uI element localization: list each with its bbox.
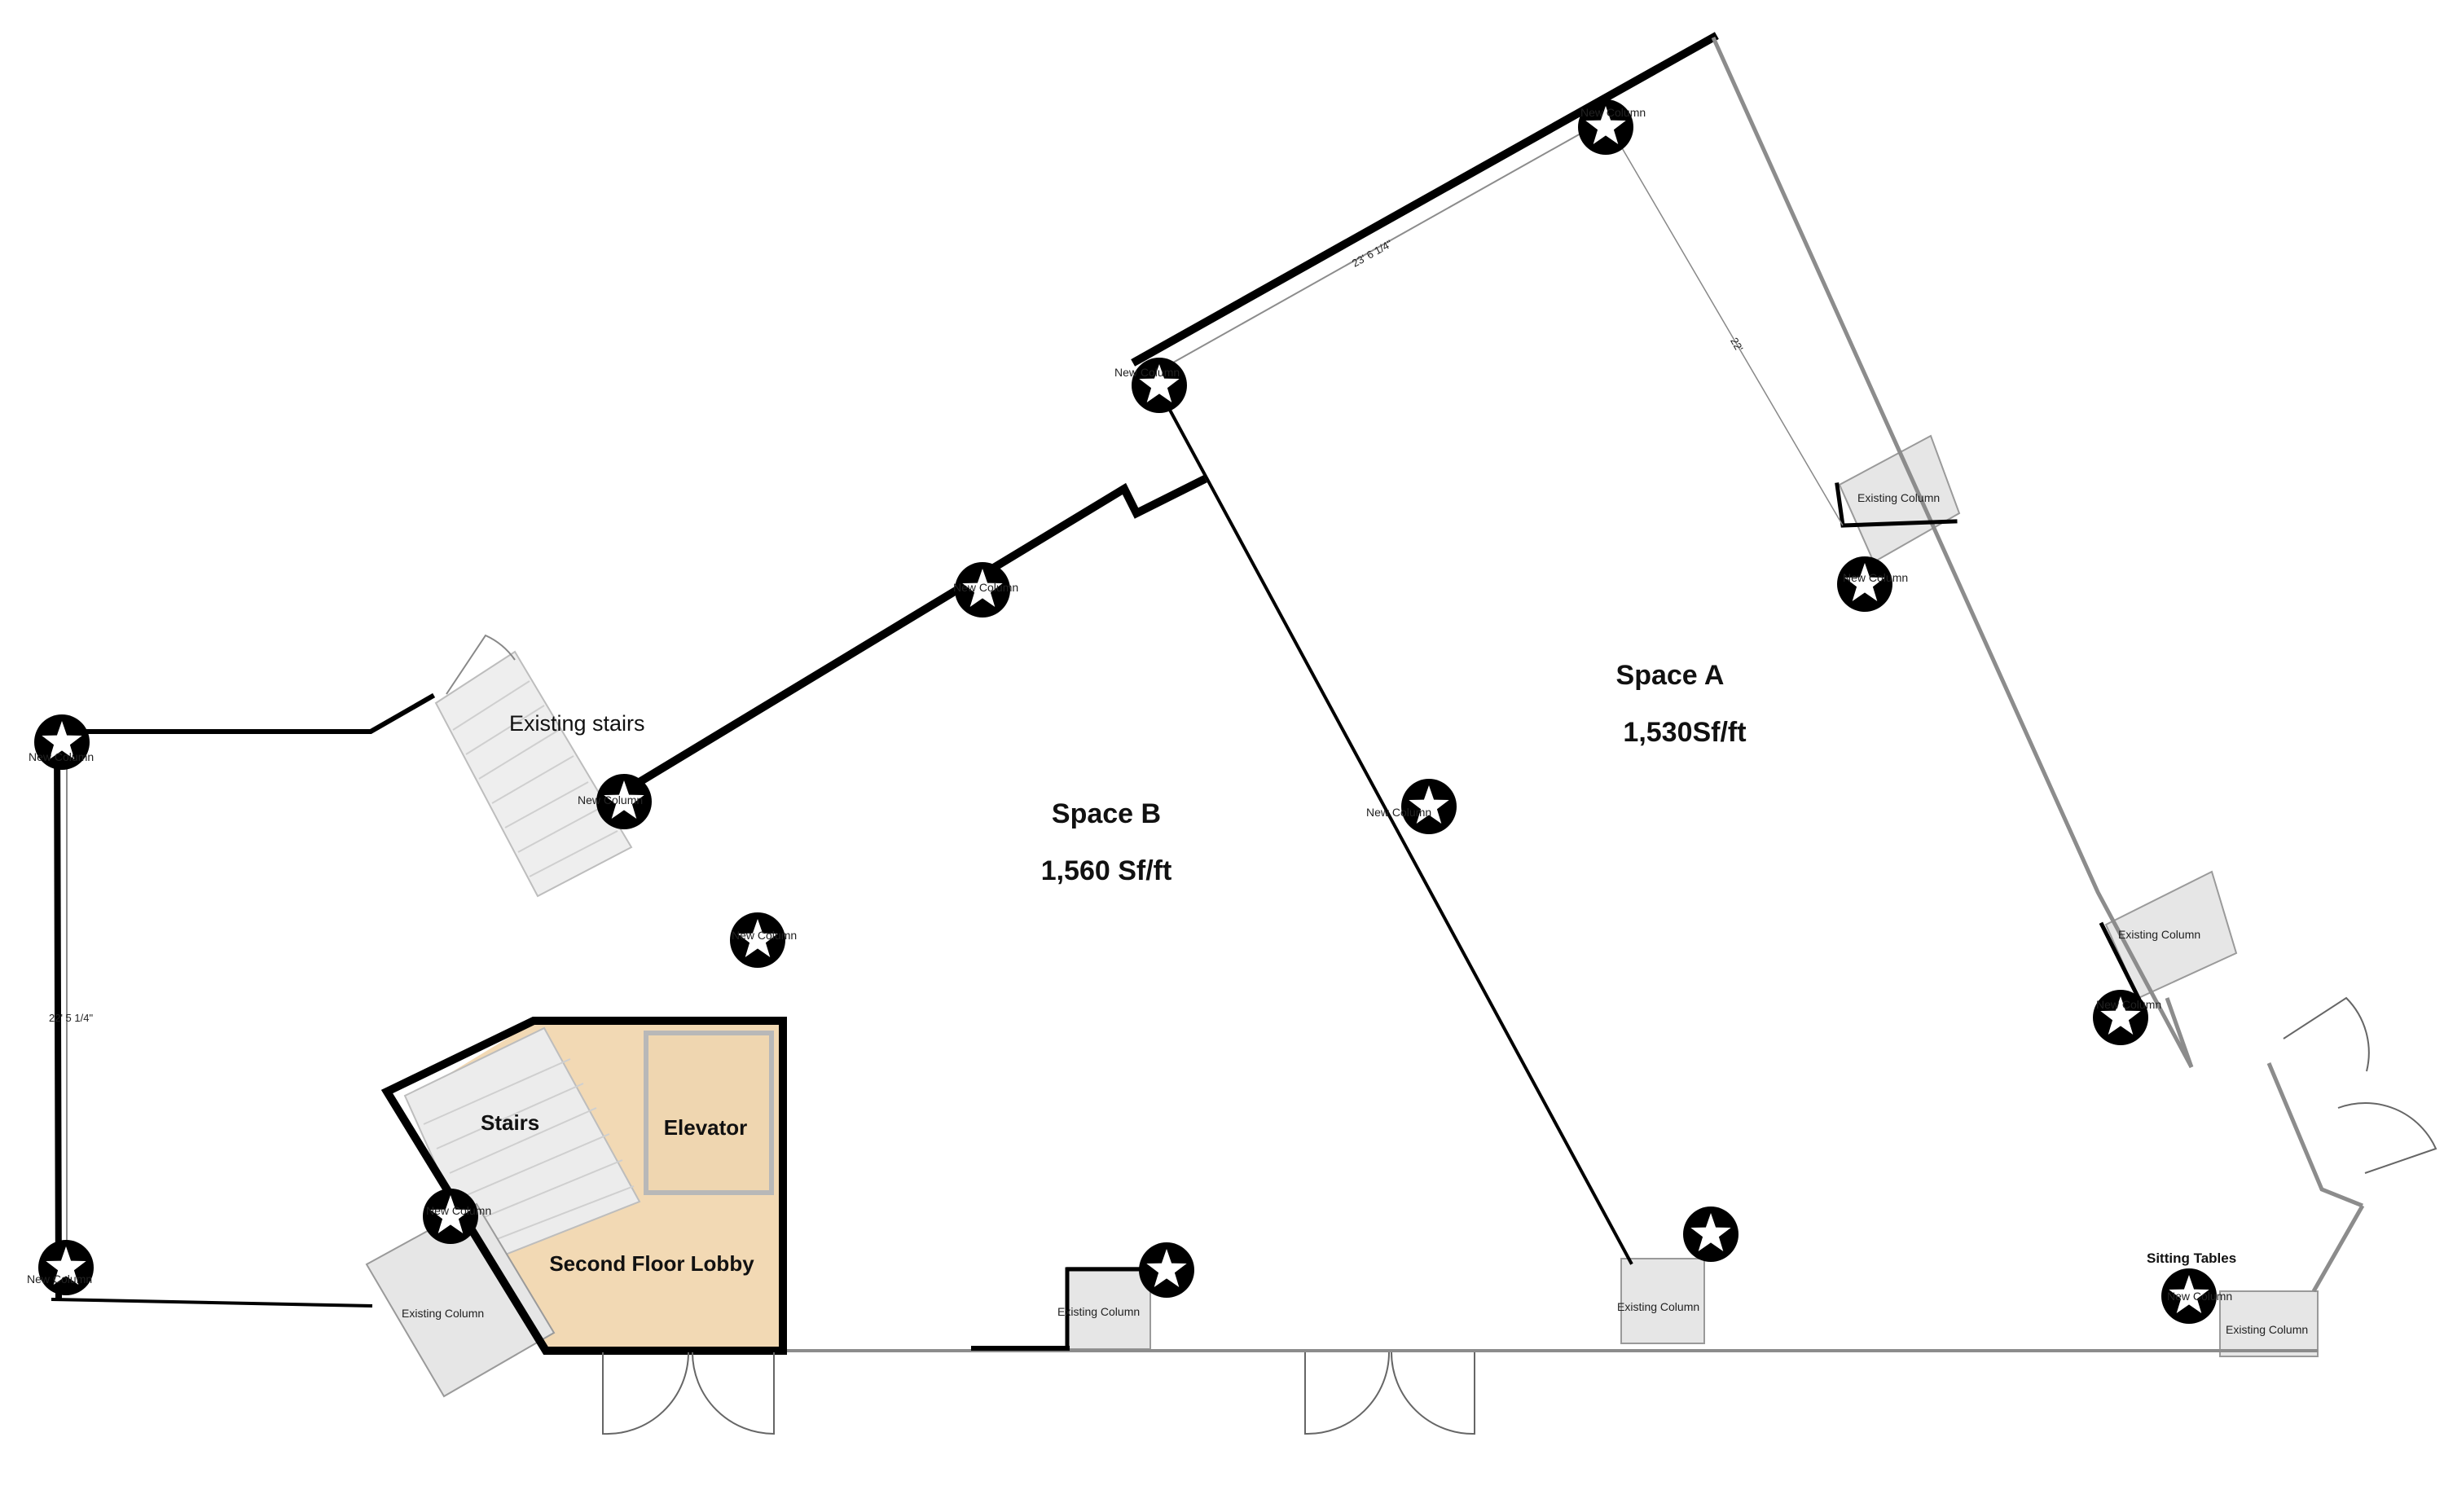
existing-column-labels: Existing Column Existing Column Existing… [402, 491, 2308, 1336]
new-column-label: New Column [953, 581, 1018, 594]
new-column-labels: New Column New Column New Column New Col… [27, 106, 2232, 1303]
lobby-label: Second Floor Lobby [549, 1251, 754, 1276]
existing-stairs-label: Existing stairs [509, 711, 645, 736]
new-column-marker [1837, 556, 1892, 612]
new-column-label: New Column [2096, 998, 2161, 1011]
dimension-space-a-depth: 22' [1728, 336, 1745, 354]
existing-column-label: Existing Column [2118, 928, 2200, 941]
new-column-label: New Column [29, 750, 94, 763]
new-column-label: New Column [1366, 806, 1431, 819]
new-column-label: New Column [732, 929, 797, 942]
elevator [644, 1031, 774, 1195]
doors [602, 996, 2437, 1435]
space-b-title: Space B [1052, 798, 1161, 829]
space-b-area: 1,560 Sf/ft [1041, 855, 1172, 886]
door-swing [2283, 996, 2370, 1072]
new-column-label: New Column [2167, 1290, 2232, 1303]
sitting-tables-label: Sitting Tables [2147, 1250, 2236, 1266]
elevator-label: Elevator [664, 1115, 748, 1140]
new-column-marker [38, 1240, 94, 1295]
door-swing [1304, 1352, 1390, 1435]
door-swing [2337, 1101, 2437, 1174]
door-swing [692, 1352, 775, 1435]
new-column-label: New Column [1580, 106, 1646, 119]
new-column-marker [1683, 1207, 1738, 1262]
new-column-marker [1139, 1242, 1194, 1298]
door-swing [602, 1352, 690, 1435]
dimension-left-wall: 22' 5 1/4" [49, 1012, 93, 1024]
existing-column-label: Existing Column [2226, 1323, 2308, 1336]
new-column-label: New Column [1114, 366, 1180, 379]
existing-stairs [434, 634, 633, 898]
existing-column-box [1620, 1258, 1705, 1344]
space-a-title: Space A [1616, 660, 1725, 691]
walls [51, 32, 2365, 1355]
existing-column-label: Existing Column [1057, 1305, 1140, 1318]
new-column-markers [34, 99, 2217, 1324]
existing-column-label: Existing Column [1617, 1300, 1699, 1313]
new-column-label: New Column [426, 1204, 491, 1217]
new-column-label: New Column [578, 793, 643, 807]
new-column-label: New Column [1843, 571, 1908, 584]
door-swing [1391, 1352, 1475, 1435]
space-a-area: 1,530Sf/ft [1623, 717, 1746, 748]
existing-column-box [2219, 1290, 2319, 1357]
existing-column-label: Existing Column [1857, 491, 1940, 504]
dimension-lines [1620, 146, 1844, 526]
existing-column-label: Existing Column [402, 1307, 484, 1320]
new-column-label: New Column [27, 1272, 92, 1286]
stairs-label: Stairs [481, 1110, 539, 1135]
